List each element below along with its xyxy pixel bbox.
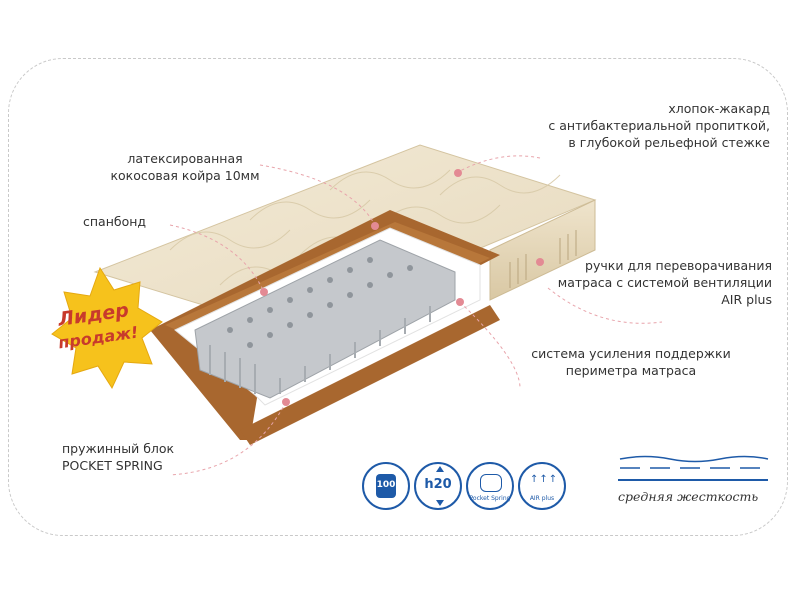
badge-star (51, 266, 163, 390)
spring-block (194, 239, 456, 399)
height-20-icon: h20 (414, 462, 462, 510)
weight-100-icon: 100 (362, 462, 410, 510)
label-cotton-jacquard: хлопок-жакард с антибактериальной пропит… (548, 101, 770, 150)
label-spring-block: пружинный блок POCKET SPRING (62, 441, 175, 473)
marker-dot (282, 398, 290, 406)
label-spunbond: спанбонд (83, 214, 147, 229)
pocket-spring-icon: Pocket Spring (466, 462, 514, 510)
label-latex-coir: латексированная кокосовая койра 10мм (110, 151, 260, 183)
marker-dot (536, 258, 544, 266)
label-perimeter: система усиления поддержки периметра мат… (531, 346, 731, 378)
marker-dot (260, 288, 268, 296)
marker-dot (371, 222, 379, 230)
label-handles: ручки для переворачивания матраса с сист… (557, 258, 772, 307)
dashed-frame (8, 58, 788, 536)
marker-dot (454, 169, 462, 177)
mattress-side-panel (489, 199, 596, 301)
air-plus-icon: ↑↑↑ AIR plus (518, 462, 566, 510)
marker-dot (456, 298, 464, 306)
stiffness-label: средняя жесткость (618, 489, 759, 504)
